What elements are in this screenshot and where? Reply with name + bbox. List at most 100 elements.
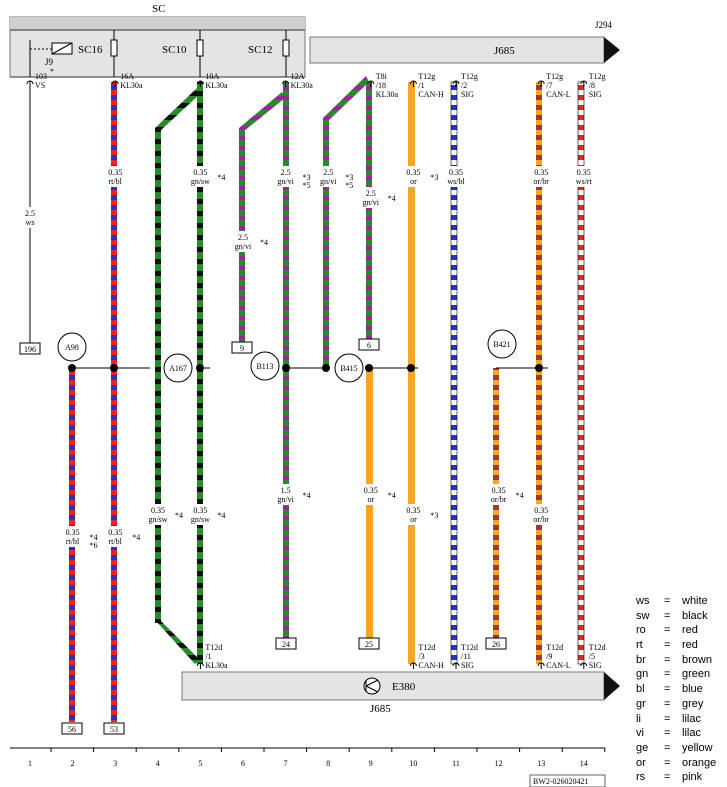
wire-color-label: rt/bl (66, 537, 80, 546)
wire-label-bg (528, 504, 555, 525)
legend-equals: = (664, 683, 671, 696)
wire-label-bg (230, 231, 256, 252)
j294-label: J294 (595, 20, 613, 30)
pin-label-top: 12A (291, 72, 305, 81)
wire-note-label: *4 (217, 173, 225, 182)
pin-label-bottom: T12d (589, 643, 606, 652)
wire-label-bg (187, 166, 214, 187)
wire-label-bg (102, 526, 129, 547)
legend-code: gr (636, 697, 646, 710)
wire-label-bg (315, 166, 342, 187)
connector-box (61, 722, 83, 735)
legend-code: sw (636, 609, 650, 622)
legend-row: li=lilac (636, 712, 724, 727)
legend-row: rt=red (636, 638, 724, 653)
wire-note-label: *4 (217, 511, 225, 520)
pin-symbol-bottom (409, 662, 417, 669)
column-number: 8 (326, 759, 330, 768)
wire-label-bg (357, 187, 384, 208)
wire-size-label: 0.35 (108, 528, 122, 537)
column-number: 3 (113, 759, 117, 768)
pin-label-bottom: CAN-L (546, 661, 571, 670)
wire-color-label: gn/vi (277, 495, 294, 504)
pin-label-bottom: /9 (546, 652, 552, 661)
wire-label-bg (485, 484, 512, 505)
wire-size-label: 2.5 (281, 168, 291, 177)
legend-name: lilac (682, 727, 701, 740)
drawing-id-box (529, 774, 606, 787)
pin-label-bottom: SIG (589, 661, 602, 670)
column-number: 13 (537, 759, 545, 768)
wire-size-label: 0.35 (449, 168, 463, 177)
legend-name: red (682, 624, 698, 637)
connector-box (358, 637, 380, 650)
legend-code: br (636, 653, 646, 666)
column-number: 7 (284, 759, 288, 768)
connector-box (485, 637, 507, 650)
wire-size-label: 1.5 (281, 486, 291, 495)
splice-dots (68, 364, 543, 372)
column-number: 10 (409, 759, 417, 768)
wire-color-label: rt/bl (109, 177, 123, 186)
wire-note-label: *3 (303, 173, 311, 182)
pin-label-top: CAN-L (546, 90, 571, 99)
pin-label-bottom: T12d (461, 643, 478, 652)
legend-name: brown (682, 653, 712, 666)
bottom-pin-labels: T12d/1KL30aT12d/3CAN-HT12d/11SIGT12d/9CA… (196, 643, 606, 670)
connector-box (358, 338, 380, 351)
wire-label-bg (357, 484, 384, 505)
legend-row: gr=grey (636, 697, 724, 712)
wire-label-bg (17, 207, 43, 228)
wire-size-label: 2.5 (366, 189, 376, 198)
wire-col7 (283, 82, 289, 642)
connector-box-label: 6 (367, 341, 371, 350)
wire-color-label: gn/vi (235, 242, 252, 251)
pin-symbol-bottom (580, 662, 588, 669)
pin-symbol-top (111, 80, 119, 87)
legend-name: red (682, 639, 698, 652)
legend-name: green (682, 668, 711, 681)
wire-label-bg (400, 166, 427, 187)
wire-label-bg (528, 166, 555, 187)
pin-label-bottom: KL30a (205, 661, 228, 670)
sc-label: SC (152, 3, 165, 15)
wire-note-label: *4 (303, 491, 311, 500)
wire-color-label: or/br (533, 515, 549, 524)
pin-symbol-top (367, 80, 375, 87)
fuse-sc10-label: SC10 (162, 44, 187, 56)
pin-label-bottom: T12d (546, 643, 563, 652)
wire-color-label: ws (26, 218, 35, 227)
svg-text:*: * (50, 67, 54, 76)
top-pin-labels: 103VS16AKL30a10AKL30a12AKL30aT8i/18KL30a… (26, 72, 606, 99)
wire-label-bg (145, 504, 171, 525)
pin-label-top: KL30a (205, 81, 228, 90)
svg-text:J685: J685 (370, 703, 391, 715)
fuse-sc16-label: SC16 (78, 44, 103, 56)
column-number: 5 (198, 759, 202, 768)
fuse-sc16 (110, 39, 118, 57)
pin-symbol-top (26, 80, 34, 87)
legend-code: bl (636, 683, 645, 696)
wire-note-label: *6 (90, 541, 98, 550)
wire-color-label: gn/vi (320, 177, 337, 186)
wire-color-label: ws/rt (576, 177, 593, 186)
wire-color-label: gn/sw (191, 177, 210, 186)
wire-note-label: *4 (388, 194, 396, 203)
wire-color-label: gn/vi (277, 177, 294, 186)
wire-size-label: 0.35 (406, 168, 420, 177)
wire-size-label: 2.5 (323, 168, 333, 177)
wire-note-label: *4 (388, 491, 396, 500)
pin-label-top: /1 (418, 81, 424, 90)
column-number: 11 (452, 759, 460, 768)
wire-label-bg (570, 166, 597, 187)
pin-label-top: T12g (546, 72, 563, 81)
pin-label-top: 103 (35, 72, 47, 81)
legend-equals: = (664, 595, 671, 607)
pin-symbol-top (580, 80, 588, 87)
pin-label-top: 10A (205, 72, 219, 81)
legend-name: pink (682, 771, 703, 784)
legend-code: vi (636, 727, 644, 740)
wire-size-label: 0.35 (193, 506, 207, 515)
